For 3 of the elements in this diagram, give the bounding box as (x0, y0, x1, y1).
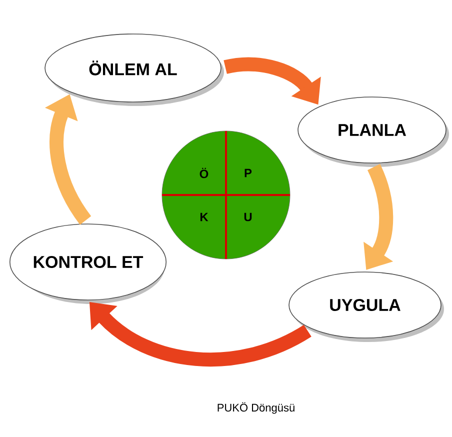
caption: PUKÖ Döngüsü (218, 402, 294, 414)
node-label: UYGULA (330, 298, 400, 312)
node-label: PLANLA (338, 124, 406, 136)
